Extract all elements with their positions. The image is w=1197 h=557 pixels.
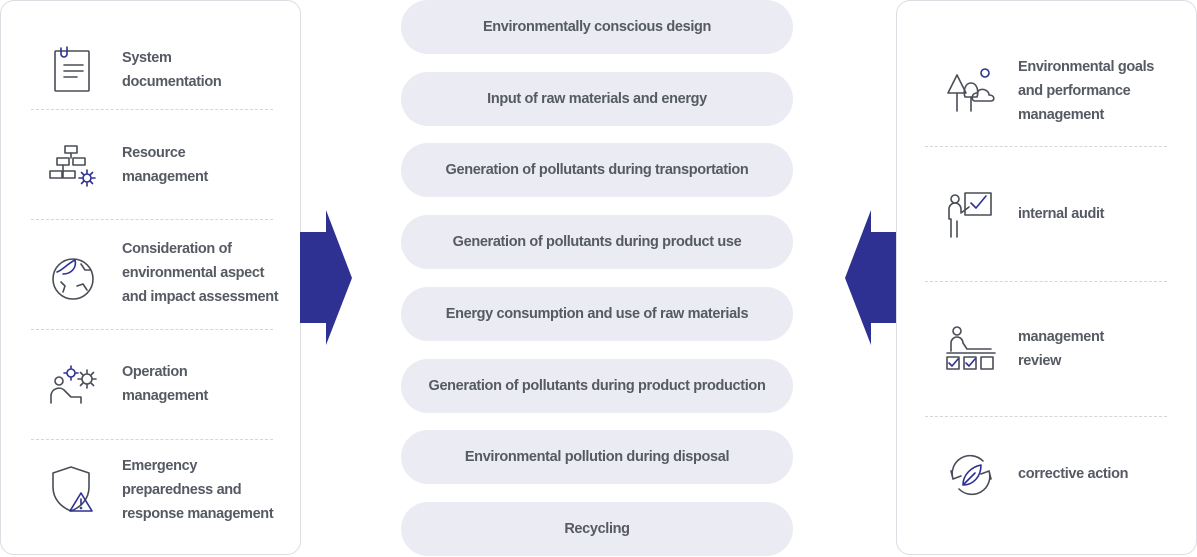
person-checklist-icon (945, 323, 997, 375)
trees-cloud-icon (945, 65, 997, 117)
recycle-leaf-icon (945, 449, 997, 501)
right-pointing-arrow (300, 210, 352, 345)
right-label-line: review (1018, 353, 1062, 369)
center-pill: Environmentally conscious design (401, 0, 793, 54)
center-pill: Input of raw materials and energy (401, 72, 793, 126)
left-label-line: and impact assessment (122, 289, 279, 305)
globe-leaf-icon (47, 252, 99, 304)
center-pill: Environmental pollution during disposal (401, 430, 793, 484)
center-pill: Energy consumption and use of raw materi… (401, 287, 793, 341)
right-label-line: and performance (1018, 83, 1131, 99)
left-label-line: documentation (122, 74, 222, 90)
left-pointing-arrow (845, 210, 897, 345)
left-label-line: System (122, 50, 172, 66)
person-gears-icon (47, 359, 99, 411)
right-label-line: management (1018, 329, 1104, 345)
divider (925, 281, 1167, 282)
left-label-line: Resource (122, 145, 186, 161)
center-pill: Generation of pollutants during product … (401, 359, 793, 413)
right-label-line: corrective action (1018, 466, 1129, 482)
left-label-line: environmental aspect (122, 265, 265, 281)
right-label-line: management (1018, 107, 1104, 123)
left-label-line: response management (122, 506, 274, 522)
right-label-line: internal audit (1018, 206, 1105, 222)
presenter-checkbox-icon (945, 189, 997, 241)
divider (31, 439, 273, 440)
divider (31, 109, 273, 110)
shield-warning-icon (47, 463, 99, 515)
left-label-line: management (122, 388, 208, 404)
left-panel: System documentation Resource management (0, 0, 301, 555)
org-chart-gear-icon (47, 141, 99, 193)
right-panel: Environmental goals and performance mana… (896, 0, 1197, 555)
left-label-line: preparedness and (122, 482, 242, 498)
left-label-line: Consideration of (122, 241, 232, 257)
divider (31, 329, 273, 330)
center-pill: Generation of pollutants during product … (401, 215, 793, 269)
left-label-line: Operation (122, 364, 188, 380)
document-clip-icon (47, 43, 99, 95)
divider (31, 219, 273, 220)
center-pill: Recycling (401, 502, 793, 556)
divider (925, 416, 1167, 417)
center-pill: Generation of pollutants during transpor… (401, 143, 793, 197)
divider (925, 146, 1167, 147)
right-label-line: Environmental goals (1018, 59, 1154, 75)
left-label-line: management (122, 169, 208, 185)
left-label-line: Emergency (122, 458, 198, 474)
